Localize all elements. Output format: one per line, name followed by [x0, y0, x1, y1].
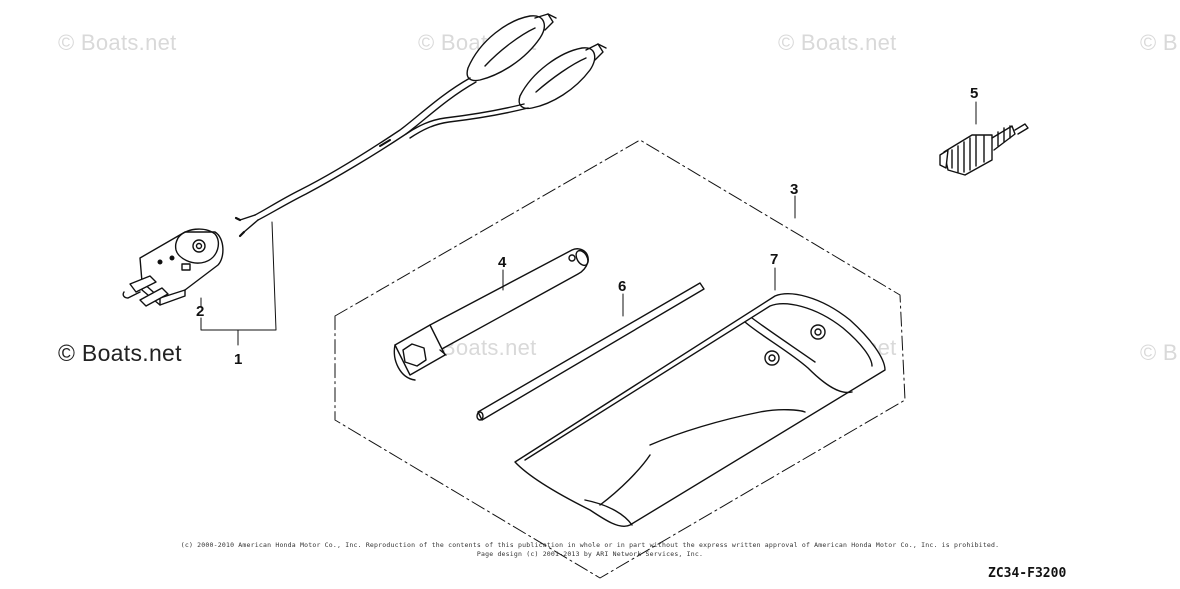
callout-5[interactable]: 5: [970, 85, 979, 102]
copyright-notice: (c) 2000-2010 American Honda Motor Co., …: [180, 541, 1000, 549]
callout-3[interactable]: 3: [790, 181, 799, 198]
part-5-spark-plug[interactable]: [939, 123, 1029, 176]
callout-1[interactable]: 1: [234, 351, 243, 368]
watermark: © B: [1140, 340, 1178, 365]
part-6-handle-bar[interactable]: [476, 282, 705, 421]
callout-4[interactable]: 4: [498, 254, 507, 271]
watermark: © Boats.net: [58, 30, 177, 55]
drawing-code: ZC34-F3200: [988, 566, 1067, 581]
callout-7[interactable]: 7: [770, 251, 779, 268]
callout-6[interactable]: 6: [618, 278, 627, 295]
part-1-charging-cord[interactable]: [234, 13, 607, 238]
part-3-tool-set-outline: [334, 139, 906, 579]
watermark: © Boats.net: [778, 30, 897, 55]
watermark-link[interactable]: © Boats.net: [58, 340, 182, 366]
part-7-tool-bag[interactable]: [514, 293, 886, 527]
page-design-credit: Page design (c) 2001-2013 by ARI Network…: [476, 550, 704, 558]
watermark: © B: [1140, 30, 1178, 55]
part-4-spark-plug-wrench[interactable]: [393, 248, 590, 381]
callout-2[interactable]: 2: [196, 303, 205, 320]
part-2-plug[interactable]: [122, 228, 224, 307]
